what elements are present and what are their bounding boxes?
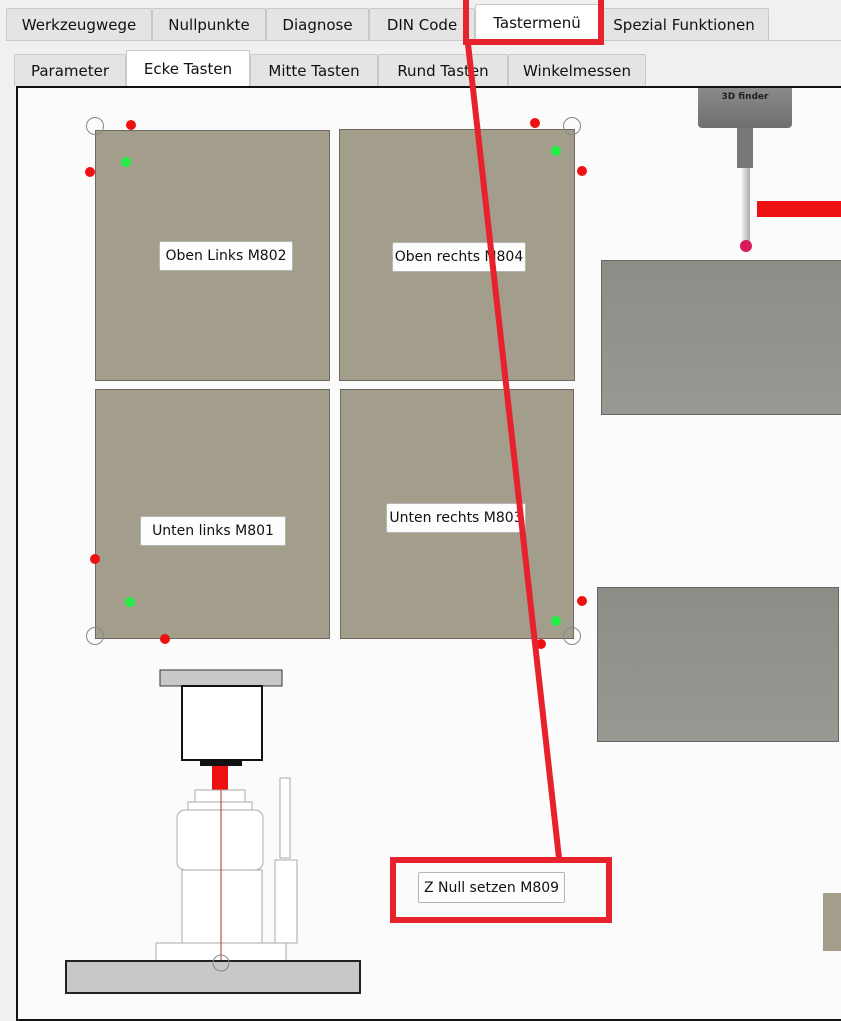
contact-point-icon (126, 120, 136, 130)
contact-point-icon (530, 118, 540, 128)
contact-point-icon (160, 634, 170, 644)
tab-divider (6, 40, 841, 41)
annotation-highlight-button (390, 857, 612, 923)
origin-crosshair-icon (563, 627, 581, 645)
tab-spezial-funktionen[interactable]: Spezial Funktionen (599, 8, 769, 41)
subtab-rund-tasten[interactable]: Rund Tasten (378, 54, 508, 86)
probe-bottom-right-button[interactable]: Unten rechts M803 (386, 503, 526, 533)
annotation-highlight-tab (463, 0, 604, 45)
subtab-ecke-tasten[interactable]: Ecke Tasten (126, 50, 250, 86)
workpiece-preview (597, 587, 839, 742)
probe-bottom-left-button[interactable]: Unten links M801 (140, 516, 286, 546)
corner-block-bottom-left (95, 389, 330, 639)
origin-crosshair-icon (86, 627, 104, 645)
probe-start-point-icon (551, 616, 561, 626)
probe-label: 3D finder (721, 92, 769, 102)
tab-diagnose[interactable]: Diagnose (266, 8, 369, 41)
contact-point-icon (577, 596, 587, 606)
subtab-winkelmessen[interactable]: Winkelmessen (508, 54, 646, 86)
probe-head-icon: 3D finder (698, 88, 792, 128)
workpiece-preview (601, 260, 841, 415)
contact-point-icon (536, 639, 546, 649)
contact-point-icon (85, 167, 95, 177)
probe-start-point-icon (125, 597, 135, 607)
z-null-setzen-button[interactable]: Z Null setzen M809 (418, 872, 565, 903)
contact-point-icon (577, 166, 587, 176)
probe-top-right-button[interactable]: Oben rechts M804 (392, 242, 526, 272)
subtab-mitte-tasten[interactable]: Mitte Tasten (250, 54, 378, 86)
subtab-parameter[interactable]: Parameter (14, 54, 126, 86)
origin-crosshair-icon (86, 117, 104, 135)
probe-start-point-icon (551, 146, 561, 156)
probe-tip (740, 240, 752, 252)
tab-nullpunkte[interactable]: Nullpunkte (152, 8, 266, 41)
probe-stylus (742, 168, 750, 242)
probe-start-point-icon (121, 157, 131, 167)
probe-top-left-button[interactable]: Oben Links M802 (159, 241, 293, 271)
z-zero-setup-drawing (65, 669, 361, 994)
contact-point-icon (90, 554, 100, 564)
tab-werkzeugwege[interactable]: Werkzeugwege (6, 8, 152, 41)
origin-crosshair-icon (563, 117, 581, 135)
workpiece-edge (823, 893, 841, 951)
tab-din-code[interactable]: DIN Code (369, 8, 475, 41)
tab-tastermenu[interactable]: Tastermenü (475, 4, 599, 41)
probe-shank (737, 128, 753, 168)
direction-arrow-icon (757, 201, 841, 217)
